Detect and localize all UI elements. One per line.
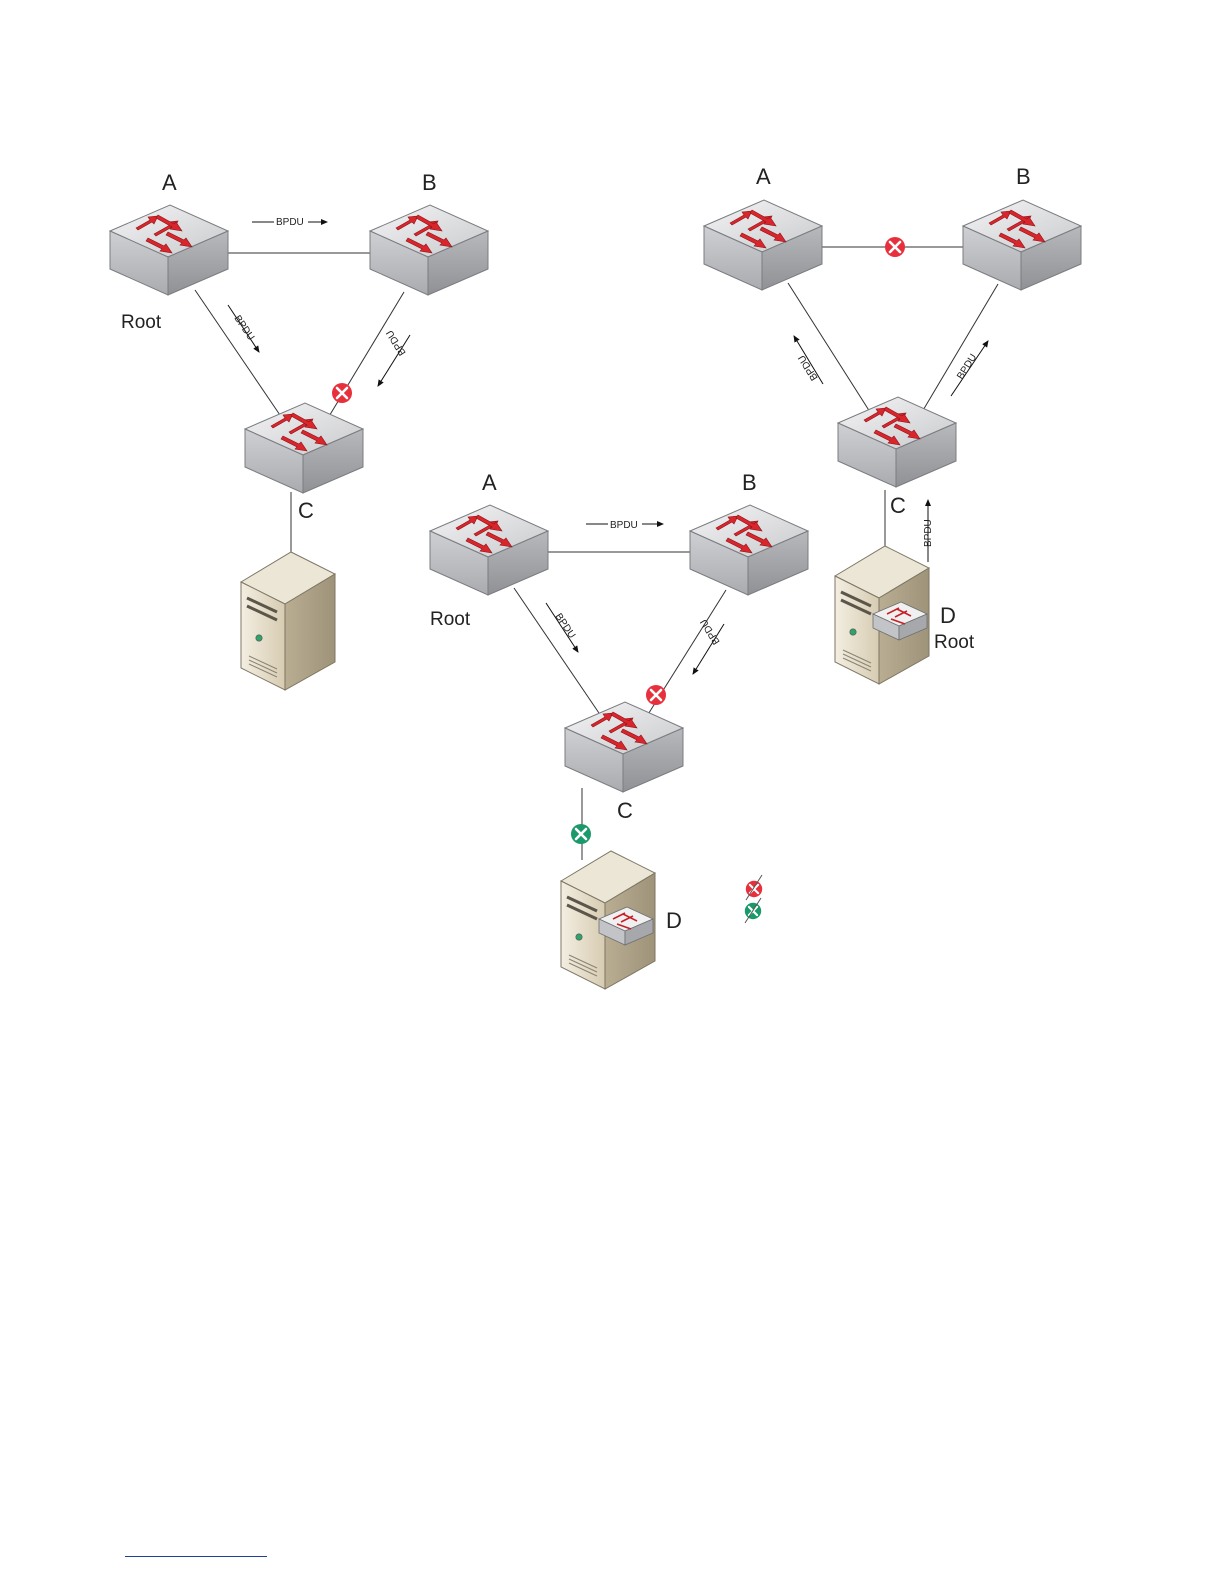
- legend: [745, 875, 762, 923]
- label-b: B: [422, 170, 437, 195]
- blocked-port-icon: [885, 237, 905, 257]
- label-b: B: [1016, 164, 1031, 189]
- label-c: C: [298, 498, 314, 523]
- label-d: D: [940, 603, 956, 628]
- bpdu-label-a-b: BPDU: [276, 217, 304, 228]
- link-a-c: [514, 588, 601, 716]
- switch-a-icon: [704, 200, 822, 290]
- label-root: Root: [934, 632, 975, 653]
- switch-c-icon: [838, 397, 956, 487]
- label-root: Root: [121, 312, 162, 333]
- label-a: A: [482, 470, 497, 495]
- bpdu-label-a-c: BPDU: [232, 314, 257, 343]
- label-a: A: [162, 170, 177, 195]
- link-a-c: [195, 290, 282, 418]
- switch-a-icon: [110, 205, 228, 295]
- bpdu-label-c-a: BPDU: [796, 353, 820, 382]
- link-b-c: [922, 284, 998, 412]
- legend-forwarding-icon: [745, 898, 761, 923]
- diagram-2: A B C D Root BPDU BPDU BPDU: [704, 164, 1081, 684]
- label-c: C: [890, 493, 906, 518]
- label-d: D: [666, 908, 682, 933]
- label-root: Root: [430, 609, 471, 630]
- switch-c-icon: [245, 403, 363, 493]
- label-a: A: [756, 164, 771, 189]
- legend-blocked-icon: [746, 875, 762, 900]
- bpdu-label-d-c: BPDU: [923, 519, 934, 547]
- bpdu-label-c-b: BPDU: [955, 352, 979, 381]
- switch-b-icon: [690, 505, 808, 595]
- bpdu-label-a-c: BPDU: [553, 612, 578, 641]
- switch-b-icon: [370, 205, 488, 295]
- blocked-port-icon: [646, 685, 666, 705]
- blocked-port-icon: [332, 383, 352, 403]
- forwarding-port-icon: [571, 824, 591, 844]
- switch-c-icon: [565, 702, 683, 792]
- server-icon: [241, 552, 335, 690]
- link-a-c: [788, 283, 870, 412]
- bpdu-label-a-b: BPDU: [610, 520, 638, 531]
- switch-a-icon: [430, 505, 548, 595]
- switch-b-icon: [963, 200, 1081, 290]
- label-b: B: [742, 470, 757, 495]
- footnote-rule: [125, 1556, 267, 1557]
- label-c: C: [617, 798, 633, 823]
